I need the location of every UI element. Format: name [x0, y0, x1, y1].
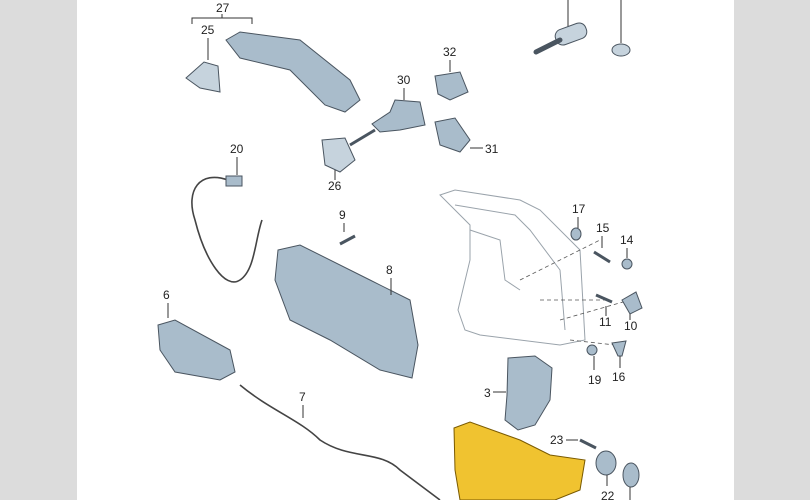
- lock-bracket-part: [504, 355, 553, 431]
- callout-8: 8: [386, 263, 393, 277]
- callout-19: 19: [588, 373, 602, 387]
- callout-22: 22: [601, 489, 615, 500]
- diagram-canvas: [77, 0, 734, 500]
- callout-11: 11: [599, 315, 612, 329]
- callout-26: 26: [328, 179, 342, 193]
- door-frame-outline: [439, 189, 631, 346]
- callout-30: 30: [397, 73, 411, 87]
- handle-gasket-part: [185, 61, 221, 93]
- callout-17: 17: [572, 202, 586, 216]
- door-lock-unit-part: [453, 421, 586, 500]
- lock-cylinder-part: [371, 99, 426, 133]
- cover-cap-part: [434, 71, 469, 101]
- gasket-part: [622, 462, 640, 488]
- callout-15: 15: [596, 221, 610, 235]
- cap-part: [611, 0, 631, 57]
- callout-3: 3: [484, 386, 491, 400]
- callout-14: 14: [620, 233, 634, 247]
- callout-31: 31: [485, 142, 499, 156]
- callout-27: 27: [216, 1, 230, 15]
- handle-carrier-part: [274, 244, 419, 379]
- callout-16: 16: [612, 370, 626, 384]
- outer-door-handle-part: [225, 31, 361, 113]
- right-border: [734, 0, 810, 500]
- callout-7: 7: [299, 390, 306, 404]
- key-part: [533, 0, 588, 55]
- inner-release-cable-part: [239, 384, 441, 500]
- callout-25: 25: [201, 23, 215, 37]
- callout-6: 6: [163, 288, 170, 302]
- callout-9: 9: [339, 208, 346, 222]
- plug-part: [621, 291, 643, 315]
- callout-23: 23: [550, 433, 564, 447]
- callout-20: 20: [230, 142, 244, 156]
- seal-part: [595, 450, 617, 476]
- left-border: [0, 0, 77, 500]
- cylinder-cover-part: [434, 117, 471, 153]
- release-cable-part: [191, 176, 263, 283]
- inner-door-handle-part: [157, 319, 236, 381]
- callout-32: 32: [443, 45, 457, 59]
- trim-cap-part: [321, 137, 356, 173]
- callout-10: 10: [624, 319, 638, 333]
